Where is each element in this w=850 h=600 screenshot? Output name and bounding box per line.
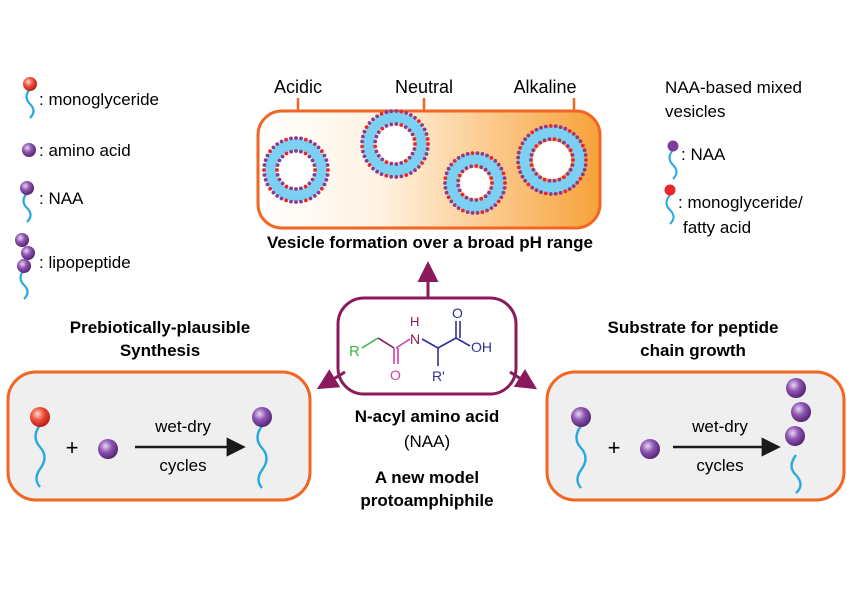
amino-acid-icon <box>22 143 36 157</box>
legend-right-naa-label: : NAA <box>681 145 726 164</box>
monoglyceride-icon <box>23 77 37 119</box>
arrow-left <box>316 369 346 390</box>
molecule-h: H <box>410 314 419 329</box>
legend-right-mono-line1: : monoglyceride/ <box>678 193 803 212</box>
lipopeptide-icon <box>15 233 35 300</box>
naa-structure <box>361 321 471 366</box>
vesicle-caption: Vesicle formation over a broad pH range <box>267 233 593 252</box>
legend-left: : monoglyceride : amino acid : NAA : lip… <box>15 77 159 300</box>
legend-right: NAA-based mixed vesicles : NAA : monogly… <box>664 78 803 237</box>
amino-acid-icon <box>640 439 660 459</box>
legend-right-title-line2: vesicles <box>665 102 725 121</box>
legend-monoglyceride-label: : monoglyceride <box>39 90 159 109</box>
naa-icon <box>20 181 34 223</box>
right-arrow-top-label: wet-dry <box>691 417 748 436</box>
molecule-o-acid: O <box>452 305 463 321</box>
legend-naa-label: : NAA <box>39 189 84 208</box>
ph-alkaline-label: Alkaline <box>513 77 576 97</box>
left-plus: + <box>66 435 79 460</box>
lipopeptide-icon <box>785 378 811 494</box>
legend-amino-acid-label: : amino acid <box>39 141 131 160</box>
naa-name-line2: (NAA) <box>404 432 450 451</box>
molecule-r-prime: R' <box>432 368 445 384</box>
ph-neutral-label: Neutral <box>395 77 453 97</box>
naa-icon <box>667 140 679 180</box>
monoglyceride-icon <box>30 407 50 488</box>
legend-lipopeptide-label: : lipopeptide <box>39 253 131 272</box>
left-arrow-bottom-label: cycles <box>159 456 206 475</box>
vesicle-icon <box>443 151 507 215</box>
naa-icon <box>252 407 272 489</box>
right-panel-title-line2: chain growth <box>640 341 746 360</box>
right-panel: + wet-dry cycles <box>545 370 846 502</box>
right-panel-title-line1: Substrate for peptide <box>608 318 779 337</box>
ph-axis: Acidic Neutral Alkaline <box>274 77 577 113</box>
right-plus: + <box>608 435 621 460</box>
amino-acid-icon <box>98 439 118 459</box>
right-arrow-bottom-label: cycles <box>696 456 743 475</box>
legend-right-mono-line2: fatty acid <box>683 218 751 237</box>
left-panel-title-line2: Synthesis <box>120 341 200 360</box>
arrow-right <box>509 369 538 390</box>
vesicle-box <box>256 109 602 230</box>
model-line2: protoamphiphile <box>360 491 493 510</box>
connector-arrows <box>316 261 538 390</box>
legend-right-title-line1: NAA-based mixed <box>665 78 802 97</box>
left-panel: + wet-dry cycles <box>6 370 312 502</box>
left-panel-title-line1: Prebiotically-plausible <box>70 318 250 337</box>
vesicle-icon <box>262 136 330 204</box>
monoglyceride-icon <box>664 184 676 225</box>
molecule-n: N <box>410 331 420 347</box>
molecule-oh: OH <box>471 339 492 355</box>
model-line1: A new model <box>375 468 479 487</box>
molecule-r: R <box>349 343 360 360</box>
naa-name-line1: N-acyl amino acid <box>355 407 500 426</box>
ph-acidic-label: Acidic <box>274 77 322 97</box>
molecule-o-carbonyl: O <box>390 367 401 383</box>
molecule-box: R H N O O OH R' <box>336 296 518 396</box>
vesicle-icon <box>516 124 588 196</box>
vesicle-icon <box>360 109 430 179</box>
vesicle-group <box>262 109 588 215</box>
naa-icon <box>571 407 591 489</box>
left-arrow-top-label: wet-dry <box>154 417 211 436</box>
